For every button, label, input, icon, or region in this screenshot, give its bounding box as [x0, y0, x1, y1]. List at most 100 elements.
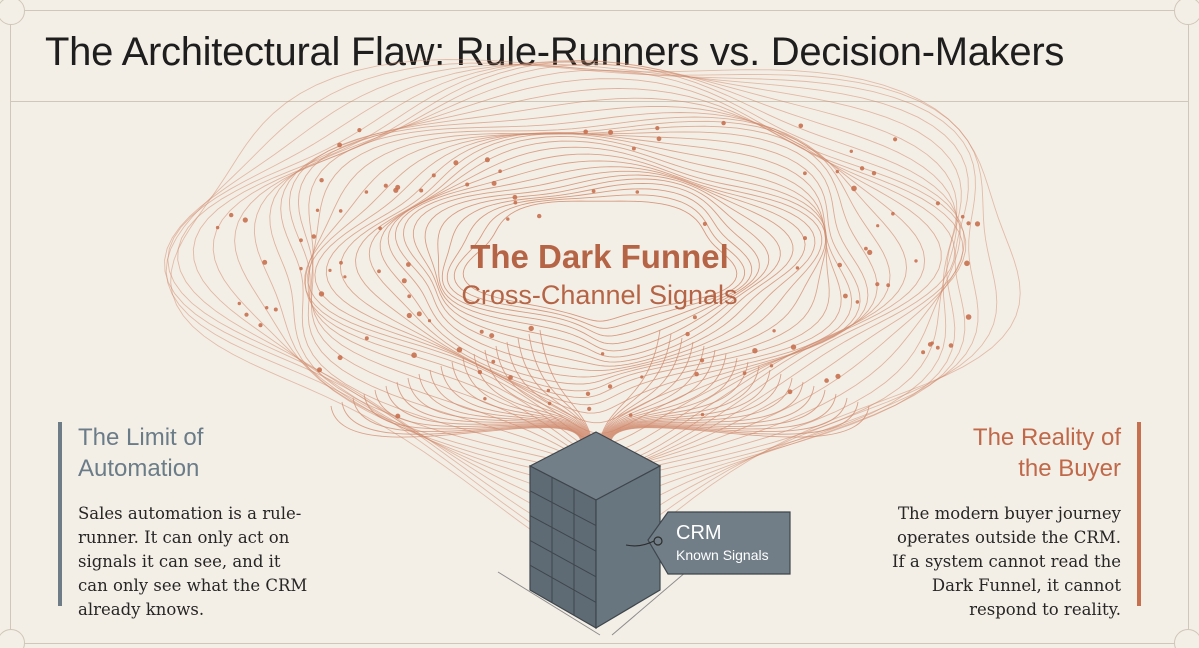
- signal-dot: [406, 312, 412, 319]
- signal-stream: [539, 329, 593, 441]
- signal-dot: [656, 136, 662, 142]
- signal-stream: [599, 329, 661, 441]
- signal-dot: [357, 128, 362, 133]
- signal-dot: [921, 350, 926, 355]
- signal-dot: [583, 129, 588, 135]
- signal-dot: [338, 209, 343, 213]
- dark-funnel-title: The Dark Funnel: [470, 238, 729, 275]
- signal-dot: [547, 401, 552, 406]
- signal-stream: [418, 373, 586, 441]
- signal-dot: [328, 268, 332, 272]
- contour-ring: [308, 112, 926, 465]
- signal-dot: [631, 146, 636, 151]
- contour-ring: [424, 174, 781, 358]
- signal-stream: [429, 369, 587, 441]
- contour-ring: [177, 61, 962, 511]
- signal-dot: [702, 221, 708, 226]
- signal-dot: [484, 157, 490, 163]
- signal-dot: [607, 384, 613, 389]
- signal-dot: [491, 180, 497, 186]
- contour-ring: [412, 170, 794, 363]
- signal-dot: [742, 371, 747, 375]
- contour-ring: [403, 166, 806, 367]
- signal-dots: [215, 120, 981, 419]
- signal-dot: [244, 312, 249, 317]
- signal-dot: [383, 183, 388, 188]
- signal-dot: [685, 331, 690, 337]
- signal-dot: [339, 260, 343, 265]
- signal-dot: [585, 391, 591, 396]
- contour-ring: [314, 132, 861, 424]
- contour-ring: [234, 63, 961, 477]
- signal-dot: [930, 341, 934, 345]
- signal-stream: [602, 349, 716, 441]
- signal-stream: [606, 377, 793, 441]
- signal-dot: [893, 137, 898, 142]
- signal-dot: [835, 169, 839, 174]
- signal-dot: [914, 259, 918, 263]
- signal-dot: [237, 301, 241, 306]
- signal-stream: [330, 405, 582, 441]
- contour-ring: [368, 140, 827, 392]
- signal-dot: [871, 171, 877, 176]
- signal-dot: [655, 126, 660, 131]
- signal-dot: [407, 294, 412, 299]
- limit-of-automation-panel: The Limit of Automation Sales automation…: [58, 422, 338, 619]
- contour-ring: [339, 133, 842, 406]
- contour-ring: [453, 194, 746, 329]
- signal-dot: [364, 336, 369, 341]
- contour-ring: [325, 132, 853, 414]
- signal-dot: [867, 249, 873, 255]
- signal-dot: [966, 221, 971, 226]
- signal-dot: [752, 348, 758, 354]
- signal-dot: [843, 293, 848, 299]
- signal-stream: [610, 405, 870, 441]
- signal-dot: [692, 315, 697, 320]
- signal-dot: [506, 217, 510, 221]
- corner-ornament-top-left: [0, 0, 25, 25]
- signal-stream: [601, 345, 705, 441]
- signal-dot: [395, 413, 401, 419]
- signal-stream: [407, 377, 586, 441]
- signal-dot: [416, 311, 422, 317]
- signal-dot: [803, 236, 807, 241]
- signal-contour-lines: [164, 59, 1021, 561]
- signal-dot: [721, 120, 726, 126]
- signal-dot: [855, 300, 860, 304]
- cube-grid-line: [529, 490, 597, 527]
- signal-dot: [491, 359, 496, 364]
- signal-dot: [215, 225, 220, 230]
- limit-heading: The Limit of Automation: [78, 424, 204, 482]
- signal-dot: [960, 214, 965, 219]
- crm-tag-string-icon: [625, 540, 655, 547]
- signal-dot: [803, 171, 807, 176]
- signal-dot: [640, 375, 644, 379]
- signal-dot: [299, 238, 303, 243]
- signal-dot: [512, 194, 518, 200]
- signal-dot: [795, 266, 800, 270]
- signal-dot: [317, 367, 322, 373]
- signal-dot: [537, 213, 542, 219]
- signal-dot: [498, 169, 502, 173]
- signal-dot: [477, 369, 483, 375]
- signal-dot: [411, 352, 417, 359]
- signal-dot: [299, 266, 303, 271]
- signal-stream: [606, 373, 782, 441]
- signal-dot: [483, 397, 487, 401]
- signal-dot: [891, 211, 895, 216]
- crm-tag-shape: [647, 511, 791, 575]
- signal-dot: [935, 201, 941, 206]
- signal-dot: [694, 371, 699, 377]
- contour-ring: [394, 160, 816, 372]
- signal-dot: [318, 291, 325, 297]
- signal-dot: [700, 358, 705, 363]
- signal-dot: [790, 344, 797, 350]
- signal-dot: [851, 185, 857, 192]
- signal-dot: [787, 389, 793, 395]
- signal-stream: [603, 353, 727, 441]
- signal-stream: [605, 369, 771, 441]
- signal-dot: [262, 259, 268, 265]
- signal-dot: [456, 347, 463, 353]
- contour-ring: [304, 120, 891, 454]
